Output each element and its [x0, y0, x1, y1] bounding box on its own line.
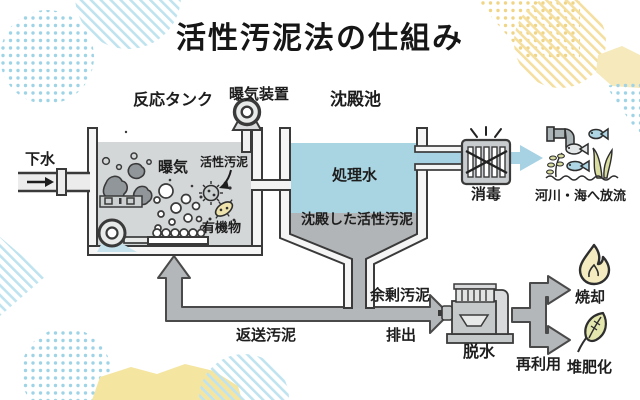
label-treated-water: 処理水 [332, 167, 378, 184]
decor-stripe-triangle-left [0, 237, 46, 316]
label-aeration-device: 曝気装置 [229, 86, 290, 103]
label-discharge-to-river: 河川・海へ放流 [535, 188, 627, 203]
decor-dot-circle-top-left [0, 10, 94, 104]
dots-near-microbes [199, 186, 236, 222]
label-excess-sludge: 余剰汚泥 [370, 287, 431, 304]
bacteria-icon [214, 199, 234, 219]
decor-dot-triangle-right [606, 80, 640, 136]
label-discharge: 排出 [386, 327, 417, 344]
activated-sludge-pointer-arrow [219, 169, 232, 189]
water-wave-line [545, 175, 619, 181]
connector-pipe [251, 179, 291, 191]
label-dewatering: 脱水 [463, 344, 496, 361]
label-settled-sludge: 沈殿した活性汚泥 [301, 211, 413, 227]
decor-stripe-circle-top [75, 0, 181, 49]
label-reuse: 再利用 [516, 356, 562, 373]
tiny-dots [124, 130, 194, 188]
decor-dot-circle-bottom-left [21, 328, 111, 400]
label-reaction-tank: 反応タンク [133, 92, 214, 109]
decor-stripe-circle-top-right [514, 0, 606, 88]
label-composting: 堆肥化 [567, 359, 613, 376]
label-return-sludge: 返送汚泥 [236, 327, 297, 344]
spark-marks [470, 126, 502, 138]
small-circles [101, 152, 152, 171]
inflow-pipe [18, 168, 90, 196]
label-activated-sludge: 活性汚泥 [200, 155, 249, 169]
leaf-icon [577, 311, 607, 353]
debris-box [99, 195, 143, 208]
label-organic-matter: 有機物 [202, 220, 242, 235]
faucet-icon [546, 126, 575, 148]
label-sedimentation-tank: 沈殿池 [330, 90, 381, 109]
page-title: 活性汚泥法の仕組み [176, 22, 464, 55]
microbe-icon [199, 181, 223, 205]
blower-icon [97, 218, 151, 252]
decor-yellow-polygon [596, 46, 640, 88]
aeration-pump-icon [231, 97, 263, 153]
flame-icon [578, 243, 611, 286]
treated-water-fill [290, 143, 417, 213]
seaweed-icon [592, 147, 613, 179]
sedimentation-tank [279, 127, 428, 309]
fork-arrow [511, 275, 571, 355]
plant-icon [546, 152, 565, 178]
label-disinfection: 消毒 [471, 186, 502, 203]
settled-sludge-fill [290, 213, 417, 308]
disinfection-unit-icon [460, 126, 512, 186]
dewatering-machine-icon [438, 283, 514, 344]
label-inflow: 下水 [25, 151, 56, 168]
label-incineration: 焼却 [575, 289, 606, 306]
fish-icon [565, 127, 609, 173]
return-sludge-arrow [157, 255, 450, 334]
decor-stripe-circle-bottom [199, 354, 289, 400]
inflow-arrow-icon [27, 177, 54, 187]
diffuser-plate [147, 236, 209, 245]
label-aeration: 曝気 [158, 159, 189, 176]
